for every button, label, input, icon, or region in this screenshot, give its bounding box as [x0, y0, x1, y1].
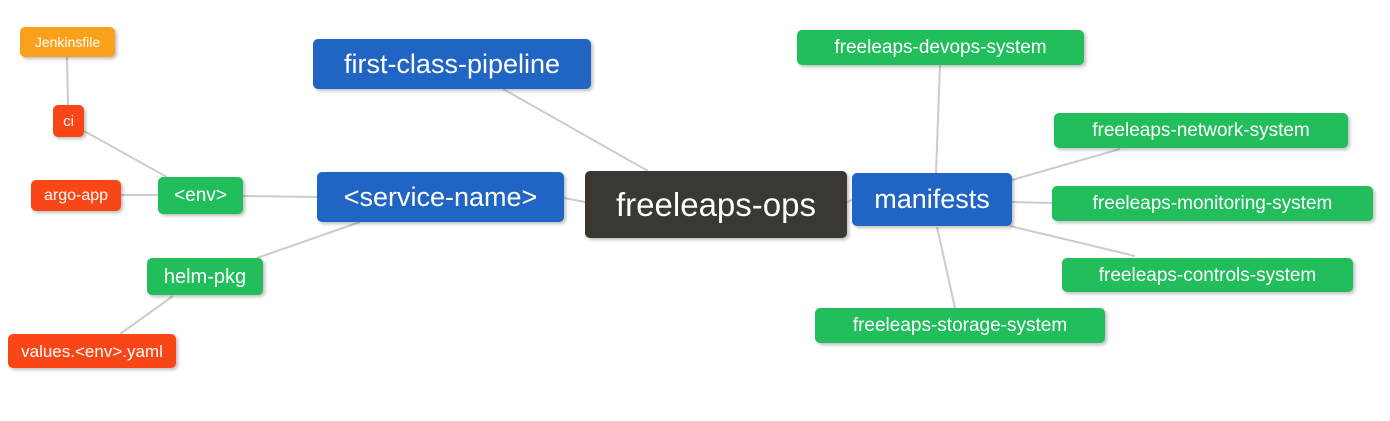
node-jenkinsfile[interactable]: Jenkinsfile [20, 27, 115, 57]
node-manifests[interactable]: manifests [852, 173, 1012, 226]
node-values-env-yaml[interactable]: values.<env>.yaml [8, 334, 176, 368]
edge-freeleaps-ops-manifests [846, 199, 853, 203]
node-label: ci [63, 112, 74, 130]
edge-first-class-pipeline-freeleaps-ops [502, 88, 649, 172]
node-label: argo-app [43, 186, 109, 204]
node-argo-app[interactable]: argo-app [31, 180, 121, 211]
node-label: values.<env>.yaml [21, 341, 163, 361]
node-service-name[interactable]: <service-name> [317, 172, 564, 222]
node-label: freeleaps-network-system [1092, 120, 1310, 141]
edge-manifests-freeleaps-network-system [1011, 148, 1121, 181]
node-env[interactable]: <env> [158, 177, 243, 214]
node-label: Jenkinsfile [34, 34, 101, 50]
node-freeleaps-devops-system[interactable]: freeleaps-devops-system [797, 30, 1084, 65]
node-ci[interactable]: ci [53, 105, 84, 137]
edge-helm-pkg-service-name [256, 221, 361, 259]
edge-service-name-freeleaps-ops [563, 197, 586, 203]
node-label: first-class-pipeline [343, 48, 561, 79]
node-label: <service-name> [343, 181, 538, 212]
node-label: freeleaps-devops-system [834, 37, 1047, 58]
node-label: freeleaps-ops [616, 186, 816, 223]
node-freeleaps-controls-system[interactable]: freeleaps-controls-system [1062, 258, 1353, 292]
edge-env-service-name [242, 195, 318, 198]
node-label: manifests [874, 184, 990, 214]
node-freeleaps-monitoring-system[interactable]: freeleaps-monitoring-system [1052, 186, 1373, 221]
node-label: helm-pkg [163, 265, 247, 288]
node-freeleaps-storage-system[interactable]: freeleaps-storage-system [815, 308, 1105, 343]
node-freeleaps-ops[interactable]: freeleaps-ops [585, 171, 847, 238]
edge-values-env-yaml-helm-pkg [119, 295, 174, 335]
node-helm-pkg[interactable]: helm-pkg [147, 258, 263, 295]
node-label: <env> [174, 185, 227, 206]
edge-manifests-freeleaps-devops-system [935, 64, 941, 174]
node-label: freeleaps-storage-system [852, 315, 1068, 336]
edge-ci-env [83, 130, 168, 178]
node-label: freeleaps-monitoring-system [1092, 193, 1333, 214]
edge-manifests-freeleaps-monitoring-system [1011, 201, 1053, 204]
node-label: freeleaps-controls-system [1098, 264, 1317, 286]
edge-jenkinsfile-ci [66, 56, 69, 106]
node-freeleaps-network-system[interactable]: freeleaps-network-system [1054, 113, 1348, 148]
edge-manifests-freeleaps-controls-system [1009, 225, 1136, 257]
node-first-class-pipeline[interactable]: first-class-pipeline [313, 39, 591, 89]
edge-manifests-freeleaps-storage-system [936, 226, 956, 309]
